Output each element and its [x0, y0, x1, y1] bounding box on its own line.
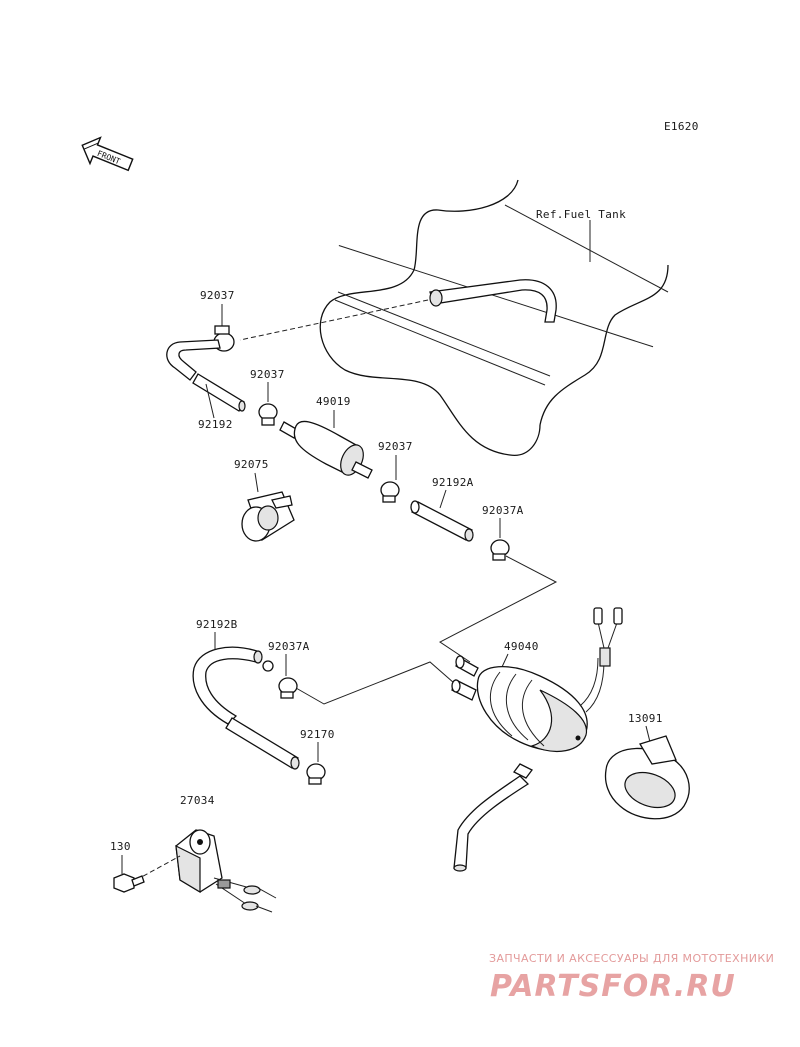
fuel-tank-outline: [319, 179, 669, 456]
part-label-92192B: 92192B: [196, 618, 238, 631]
part-label-49040: 49040: [504, 640, 539, 653]
part-label-92170: 92170: [300, 728, 335, 741]
part-label-92075: 92075: [234, 458, 269, 471]
hose-92192: [166, 339, 246, 412]
clamp-92037A-2: [262, 660, 298, 699]
pump-outlet-hose: [453, 763, 533, 872]
front-arrow-icon: FRONT: [81, 136, 134, 172]
routing-line-2: [295, 661, 463, 705]
holder-92075: [241, 491, 295, 542]
bolt-130: [113, 873, 145, 893]
clamp-92037A: [490, 539, 510, 561]
damper-13091: [604, 735, 690, 820]
connection-line: [239, 299, 429, 341]
clamp-92037-out: [380, 481, 400, 503]
clamp-92170: [306, 763, 326, 785]
hose-92192A: [410, 500, 474, 542]
relay-27034: [175, 829, 277, 913]
part-label-92037A-2: 92037A: [268, 640, 310, 653]
part-label-49019: 49019: [316, 395, 351, 408]
fuel-pump-49040: [451, 607, 623, 752]
watermark-tagline: ЗАПЧАСТИ И АКСЕССУАРЫ ДЛЯ МОТОТЕХНИКИ: [489, 952, 774, 965]
hose-92192B: [192, 646, 300, 770]
part-label-13091: 13091: [628, 712, 663, 725]
part-label-92037-top: 92037: [200, 289, 235, 302]
part-label-92037-mid: 92037: [250, 368, 285, 381]
diagram-code: E1620: [664, 120, 699, 133]
routing-line: [439, 555, 558, 663]
part-label-92037A: 92037A: [482, 504, 524, 517]
fuel-filter-49019: [279, 420, 373, 479]
part-label-27034: 27034: [180, 794, 215, 807]
part-label-92192: 92192: [198, 418, 233, 431]
clamp-92037-mid: [258, 403, 278, 426]
part-label-92037-out: 92037: [378, 440, 413, 453]
ref-fuel-tank-label: Ref.Fuel Tank: [536, 208, 626, 221]
watermark-logo: PARTSFOR.RU: [490, 969, 736, 1004]
part-label-92192A: 92192A: [432, 476, 474, 489]
part-label-130: 130: [110, 840, 131, 853]
